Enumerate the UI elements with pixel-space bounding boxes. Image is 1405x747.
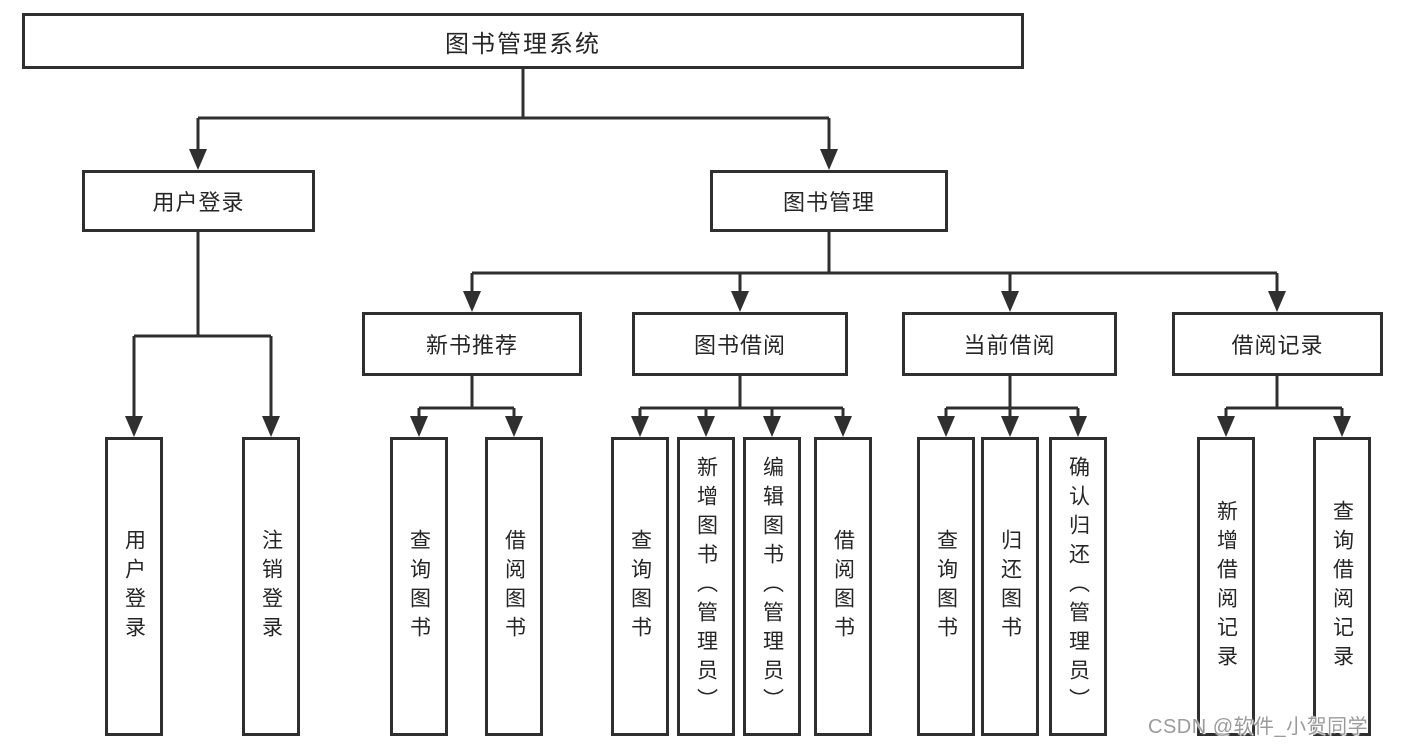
leaf-query-books-recommend: 查询图书 xyxy=(390,437,448,736)
leaf-label: 查询图书 xyxy=(407,528,431,645)
node-new-book-recommend: 新书推荐 xyxy=(362,312,582,376)
leaf-edit-books-admin: 编辑图书（管理员） xyxy=(743,437,801,736)
leaf-borrow-books: 借阅图书 xyxy=(814,437,872,736)
leaf-query-borrow-record: 查询借阅记录 xyxy=(1313,437,1371,736)
leaf-label: 编辑图书（管理员） xyxy=(760,456,784,717)
arrowheads xyxy=(125,149,1351,437)
leaf-label: 借阅图书 xyxy=(502,528,526,645)
node-label: 借阅记录 xyxy=(1231,333,1324,358)
leaf-label: 借阅图书 xyxy=(831,528,855,645)
leaf-label: 确认归还（管理员） xyxy=(1066,456,1090,717)
leaf-label: 用户登录 xyxy=(122,528,146,645)
node-label: 新书推荐 xyxy=(425,333,518,358)
node-current-borrow: 当前借阅 xyxy=(902,312,1117,376)
leaf-label: 注销登录 xyxy=(259,528,283,645)
leaf-label: 新增图书（管理员） xyxy=(694,456,718,717)
node-label: 图书管理系统 xyxy=(445,30,601,58)
node-label: 图书借阅 xyxy=(693,333,786,358)
leaf-query-books: 查询图书 xyxy=(611,437,669,736)
node-label: 图书管理 xyxy=(782,190,875,215)
leaf-return-books: 归还图书 xyxy=(981,437,1039,736)
node-label: 用户登录 xyxy=(152,190,245,215)
node-book-borrow: 图书借阅 xyxy=(632,312,848,376)
leaf-confirm-return-admin: 确认归还（管理员） xyxy=(1049,437,1107,736)
leaf-add-borrow-record: 新增借阅记录 xyxy=(1197,437,1255,736)
leaf-query-books-current: 查询图书 xyxy=(917,437,975,736)
csdn-watermark: CSDN @软件_小贺同学 xyxy=(1148,716,1369,738)
node-book-management: 图书管理 xyxy=(710,170,948,232)
leaf-label: 新增借阅记录 xyxy=(1214,499,1238,674)
leaf-label: 查询图书 xyxy=(934,528,958,645)
node-library-management-system: 图书管理系统 xyxy=(22,13,1024,69)
node-label: 当前借阅 xyxy=(963,333,1056,358)
leaf-borrow-books-recommend: 借阅图书 xyxy=(485,437,543,736)
leaf-label: 查询借阅记录 xyxy=(1330,499,1354,674)
leaf-label: 查询图书 xyxy=(628,528,652,645)
node-user-login: 用户登录 xyxy=(82,170,315,232)
leaf-add-books-admin: 新增图书（管理员） xyxy=(677,437,735,736)
leaf-logout: 注销登录 xyxy=(242,437,300,736)
node-borrow-records: 借阅记录 xyxy=(1172,312,1383,376)
leaf-user-login: 用户登录 xyxy=(105,437,163,736)
leaf-label: 归还图书 xyxy=(998,528,1022,645)
